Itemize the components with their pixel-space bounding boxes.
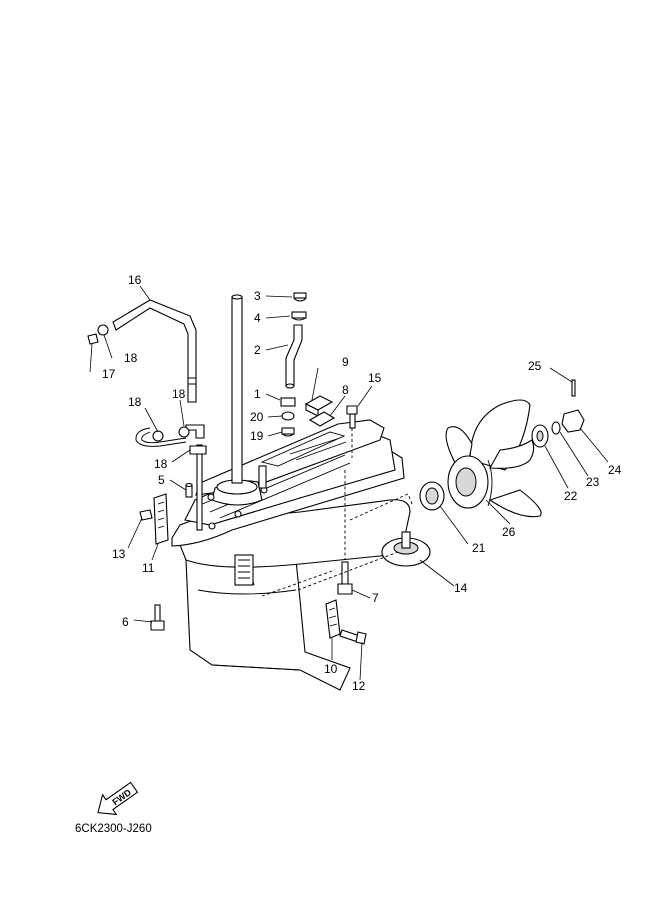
leader-lines (89, 285, 609, 681)
callout-19: 19 (250, 429, 264, 443)
anode-10 (325, 599, 367, 645)
trim-tab-14 (381, 531, 431, 567)
assembly-guide-line (261, 493, 413, 597)
hose-16 (87, 299, 207, 455)
callout-23: 23 (586, 475, 600, 489)
anode-11 (139, 493, 169, 545)
callout-18-top: 18 (124, 351, 138, 365)
callout-9: 9 (342, 355, 349, 369)
callout-10: 10 (324, 662, 338, 676)
callout-6: 6 (122, 615, 129, 629)
callout-5: 5 (158, 473, 165, 487)
callout-3: 3 (254, 289, 261, 303)
callout-22: 22 (564, 489, 578, 503)
callout-numbers: 1 2 3 4 5 6 7 8 9 10 11 12 13 14 15 16 1… (102, 273, 622, 693)
lower-unit-housing (171, 294, 411, 691)
callout-4: 4 (254, 311, 261, 325)
bolt-6 (150, 604, 165, 631)
bolt-5 (185, 482, 193, 498)
thrust-washer-21 (419, 481, 445, 511)
diagram-code: 6CK2300-J260 (75, 823, 152, 835)
callout-26: 26 (502, 525, 516, 539)
callout-25: 25 (528, 359, 542, 373)
callout-8: 8 (342, 383, 349, 397)
callout-1: 1 (254, 387, 261, 401)
callout-2: 2 (254, 343, 261, 357)
callout-20: 20 (250, 410, 264, 424)
callout-7: 7 (372, 591, 379, 605)
callout-17: 17 (102, 367, 116, 381)
grommets (304, 395, 336, 427)
propeller-26 (445, 399, 542, 518)
callout-13: 13 (112, 547, 126, 561)
callout-24: 24 (608, 463, 622, 477)
callout-18-left: 18 (128, 395, 142, 409)
bolt-7 (337, 470, 353, 595)
callout-21: 21 (472, 541, 486, 555)
bolt-15 (346, 405, 358, 458)
callout-18-bottom: 18 (154, 457, 168, 471)
fwd-arrow-icon (97, 781, 139, 816)
prop-hardware (531, 379, 585, 448)
callout-18-right: 18 (172, 387, 186, 401)
water-tube-parts (280, 292, 307, 437)
callout-15: 15 (368, 371, 382, 385)
callout-11: 11 (142, 561, 155, 575)
callout-12: 12 (352, 679, 366, 693)
fwd-arrow: FWD (97, 781, 139, 816)
callout-14: 14 (454, 581, 468, 595)
callout-16: 16 (128, 273, 142, 287)
